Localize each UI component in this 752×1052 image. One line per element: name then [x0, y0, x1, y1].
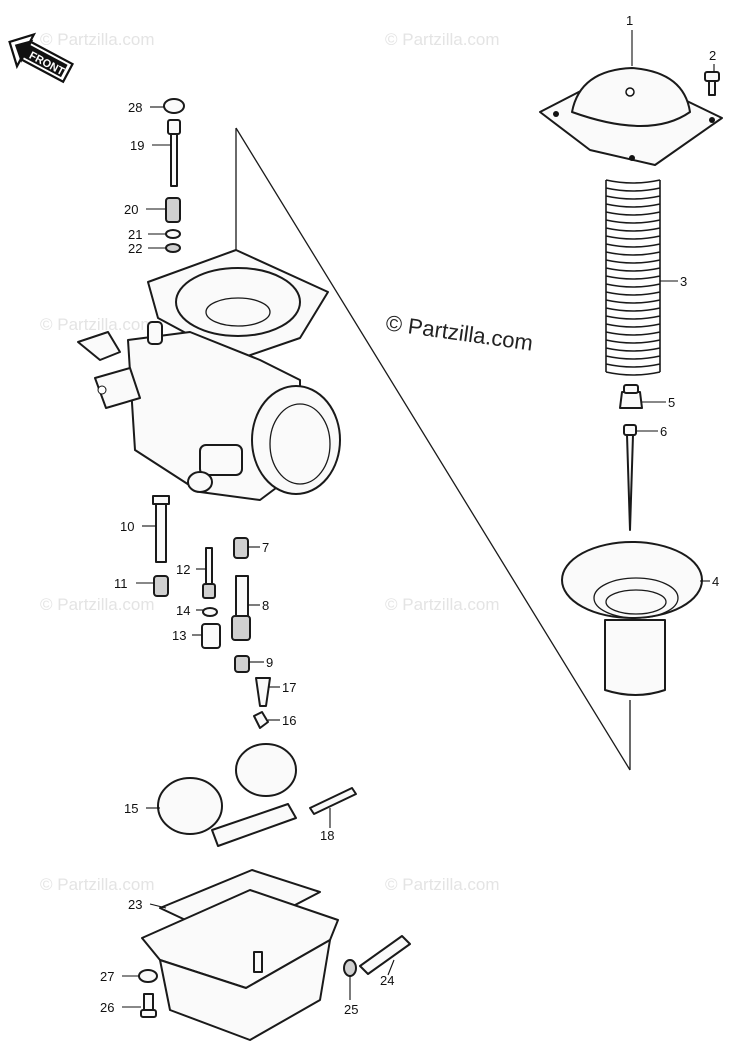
part-5-needle-holder: [619, 384, 643, 409]
callout-label-23: 23: [128, 897, 142, 912]
callout-leader-24: [387, 959, 395, 976]
callout-label-4: 4: [712, 574, 719, 589]
callout-label-27: 27: [100, 969, 114, 984]
part-4-diaphragm-piston: [561, 541, 703, 696]
part-7-jet: [233, 537, 249, 559]
callout-label-24: 24: [380, 973, 394, 988]
part-14-oring: [202, 607, 218, 617]
part-13-main-jet-holder: [201, 623, 221, 649]
callout-layer: 1234567891011121314151617181920212223242…: [100, 13, 719, 1017]
part-26-screw: [140, 993, 157, 1018]
part-10-pilot-screw: [152, 495, 170, 563]
callout-label-17: 17: [282, 680, 296, 695]
callout-label-18: 18: [320, 828, 334, 843]
part-27-washer: [138, 969, 158, 983]
callout-label-6: 6: [660, 424, 667, 439]
part-8-needle-jet: [231, 575, 251, 641]
part-6-jet-needle: [623, 424, 637, 531]
part-16-clip: [253, 711, 269, 729]
callout-label-26: 26: [100, 1000, 114, 1015]
callout-label-16: 16: [282, 713, 296, 728]
watermark-faint: © Partzilla.com: [40, 30, 155, 49]
callout-label-20: 20: [124, 202, 138, 217]
watermark-faint: © Partzilla.com: [385, 595, 500, 614]
part-28-cap: [163, 98, 185, 114]
part-22-oring: [165, 243, 181, 253]
part-11-pilot-jet: [153, 575, 169, 597]
part-25-oring: [343, 959, 357, 977]
callout-label-21: 21: [128, 227, 142, 242]
watermark-faint: © Partzilla.com: [385, 875, 500, 894]
callout-label-5: 5: [668, 395, 675, 410]
callout-label-28: 28: [128, 100, 142, 115]
front-arrow-icon: FRONT: [8, 32, 75, 84]
part-17-float-valve: [255, 677, 271, 707]
part-20-spring: [165, 197, 181, 223]
part-2-screw: [704, 71, 720, 96]
callout-label-10: 10: [120, 519, 134, 534]
part-carburetor-body: [77, 249, 341, 501]
watermark-center: © Partzilla.com: [384, 310, 534, 355]
callout-label-22: 22: [128, 241, 142, 256]
callout-label-13: 13: [172, 628, 186, 643]
part-15-float: [157, 743, 297, 847]
watermark-grid: © Partzilla.com © Partzilla.com © Partzi…: [40, 30, 500, 894]
callout-label-7: 7: [262, 540, 269, 555]
part-12-jet: [202, 547, 216, 599]
part-1-top-cover: [539, 67, 723, 166]
callout-label-14: 14: [176, 603, 190, 618]
watermark-faint: © Partzilla.com: [40, 595, 155, 614]
callout-label-1: 1: [626, 13, 633, 28]
callout-label-2: 2: [709, 48, 716, 63]
callout-label-11: 11: [114, 576, 128, 591]
part-18-float-pin: [309, 787, 357, 815]
part-3-spring: [605, 179, 661, 376]
callout-label-9: 9: [266, 655, 273, 670]
watermark-faint: © Partzilla.com: [40, 315, 155, 334]
part-21-washer: [165, 229, 181, 239]
part-float-bowl: [141, 889, 339, 1041]
callout-label-8: 8: [262, 598, 269, 613]
callout-label-25: 25: [344, 1002, 358, 1017]
callout-label-12: 12: [176, 562, 190, 577]
callout-leader-23: [149, 903, 167, 909]
exploded-view-line: [235, 127, 631, 771]
callout-label-15: 15: [124, 801, 138, 816]
callout-label-3: 3: [680, 274, 687, 289]
callout-label-19: 19: [130, 138, 144, 153]
part-9-main-jet: [234, 655, 250, 673]
part-19-screw: [167, 119, 181, 187]
part-24-drain-screw: [359, 935, 411, 975]
watermark-faint: © Partzilla.com: [385, 30, 500, 49]
watermark-faint: © Partzilla.com: [40, 875, 155, 894]
